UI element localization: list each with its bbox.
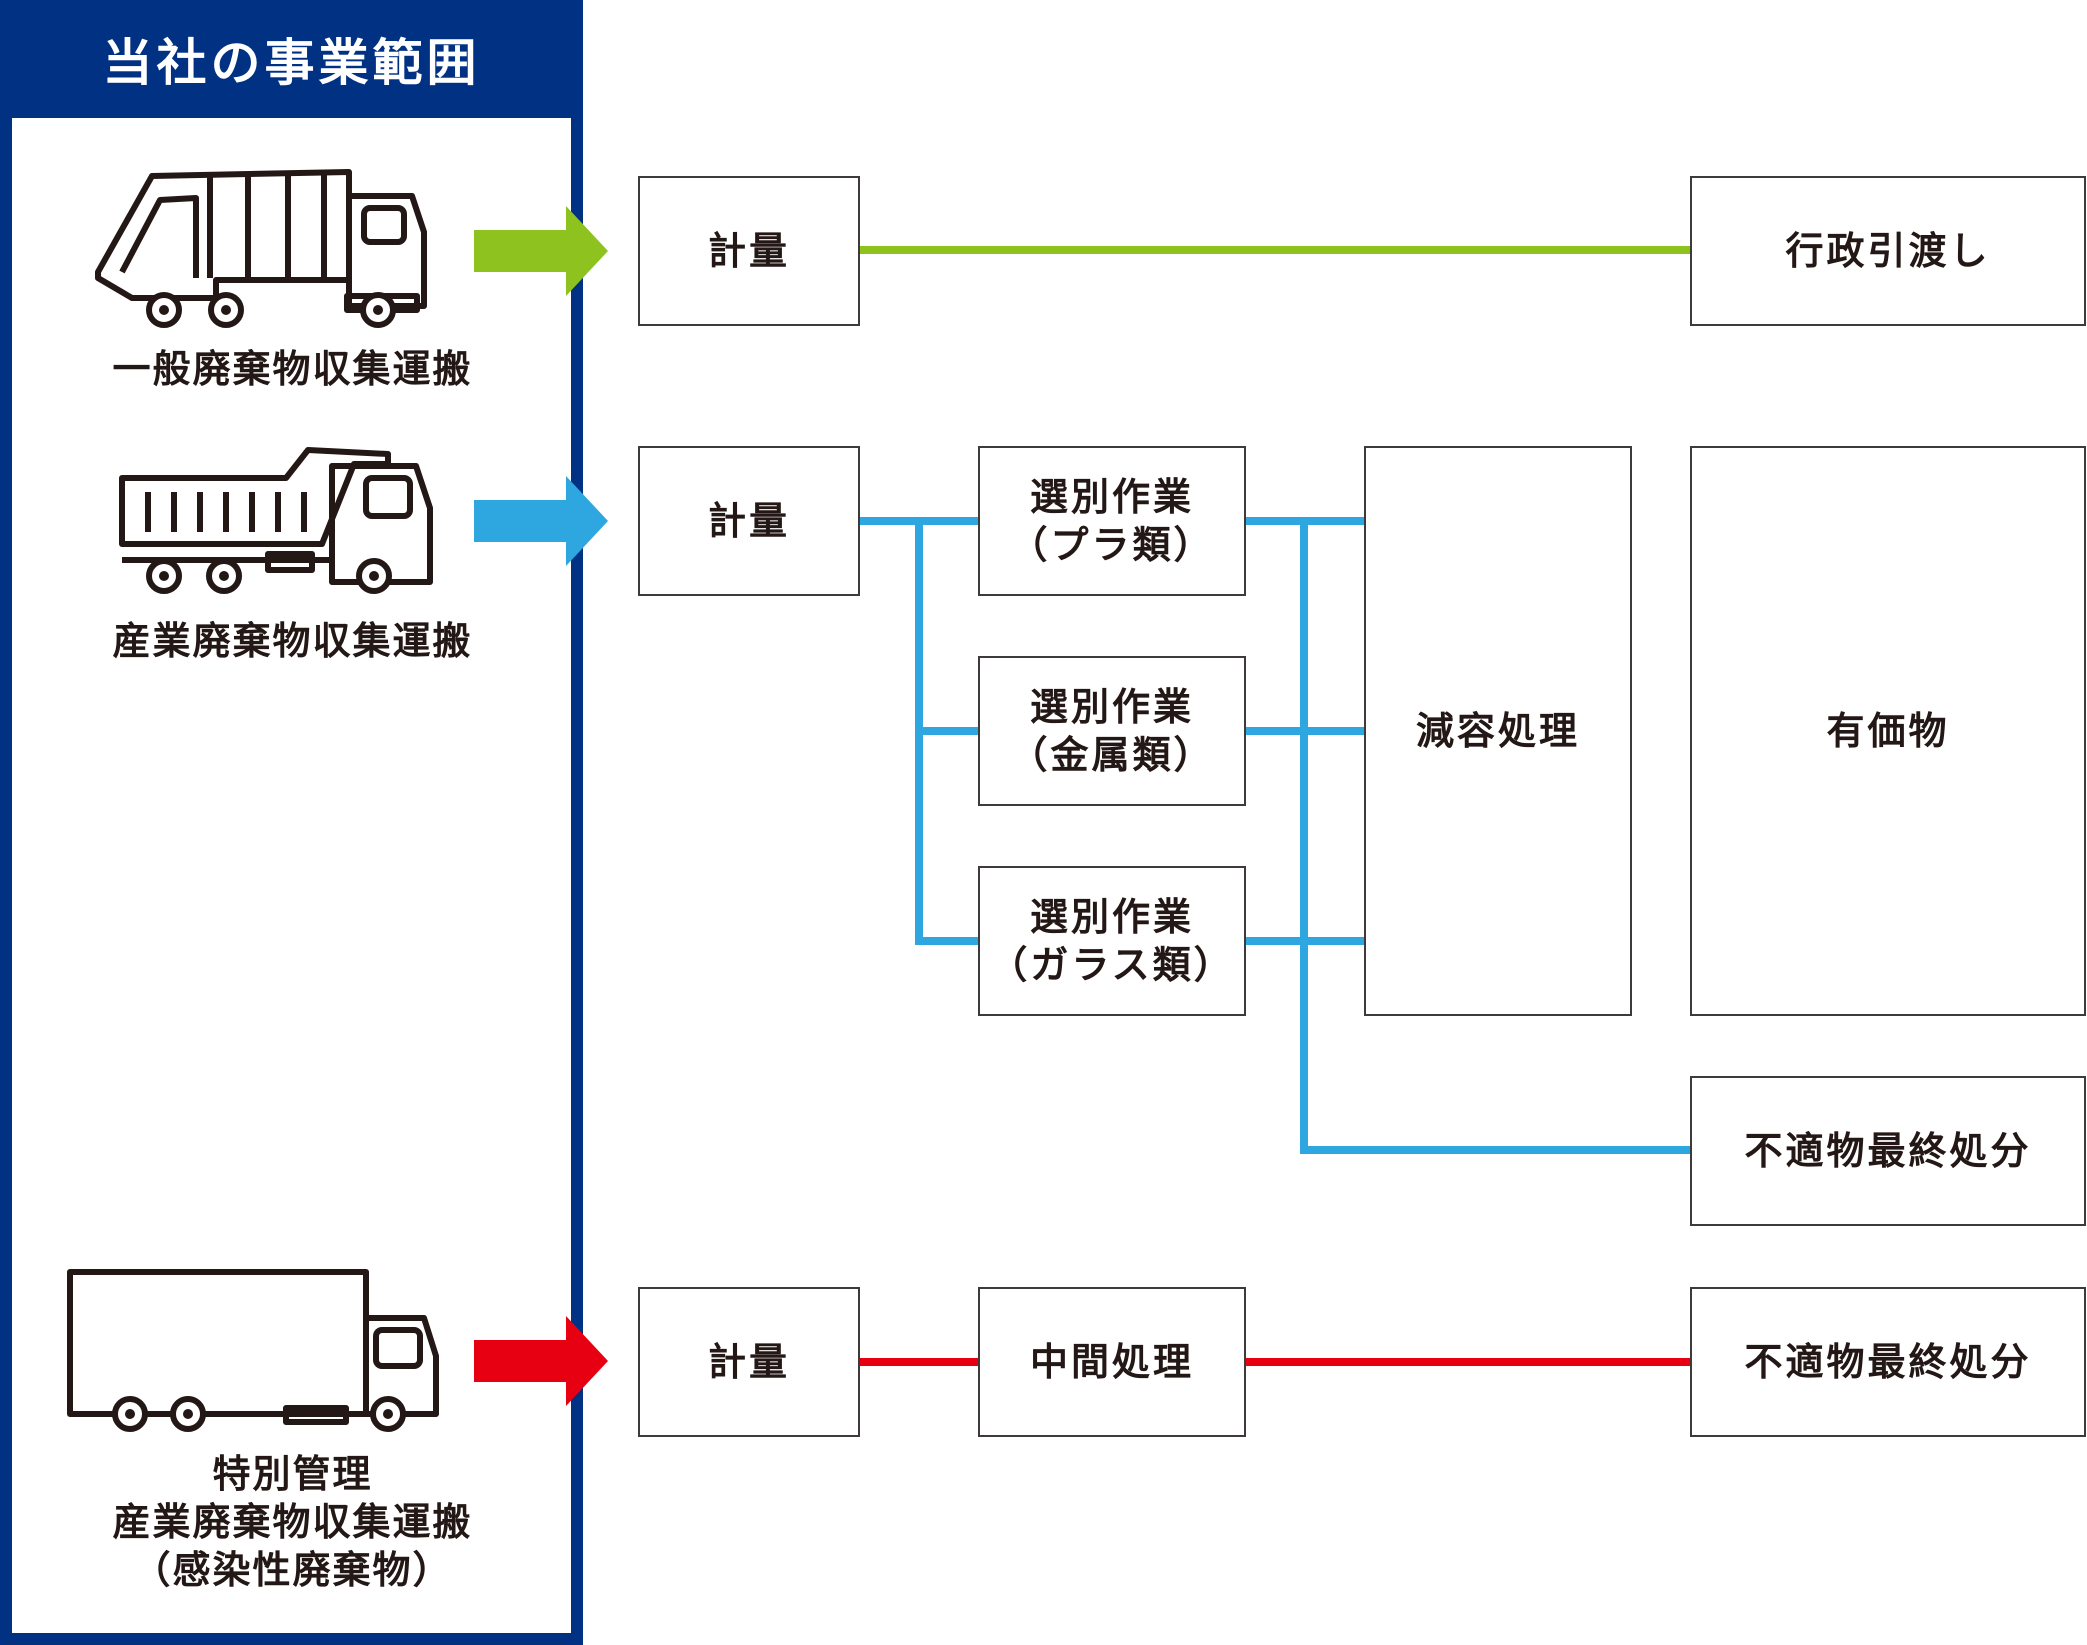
source-label-industrial-waste: 産業廃棄物収集運搬: [112, 619, 473, 663]
valuables-box: 有価物: [1690, 446, 2086, 1016]
green-arrow-icon: [474, 206, 608, 296]
dump-truck-icon: [119, 447, 433, 594]
sorting-plastic-box: 選別作業 （プラ類）: [978, 446, 1246, 596]
red-arrow-icon: [474, 1316, 608, 1406]
weigh-box-special: 計量: [638, 1287, 860, 1437]
source-label-general-waste: 一般廃棄物収集運搬: [112, 347, 473, 391]
business-scope-title: 当社の事業範囲: [0, 0, 583, 118]
intermediate-treatment-box: 中間処理: [978, 1287, 1246, 1437]
weigh-box-general: 計量: [638, 176, 860, 326]
unsuitable-disposal-box-2: 不適物最終処分: [1690, 1287, 2086, 1437]
volume-reduction-box: 減容処理: [1364, 446, 1632, 1016]
sorting-glass-box: 選別作業 （ガラス類）: [978, 866, 1246, 1016]
weigh-box-industrial: 計量: [638, 446, 860, 596]
garbage-truck-icon: [95, 169, 427, 328]
blue-arrow-icon: [474, 476, 608, 566]
box-truck-icon: [67, 1269, 439, 1432]
government-handover-box: 行政引渡し: [1690, 176, 2086, 326]
unsuitable-disposal-box-1: 不適物最終処分: [1690, 1076, 2086, 1226]
source-label-special-waste: 特別管理 産業廃棄物収集運搬 （感染性廃棄物）: [112, 1452, 473, 1592]
sorting-metal-box: 選別作業 （金属類）: [978, 656, 1246, 806]
